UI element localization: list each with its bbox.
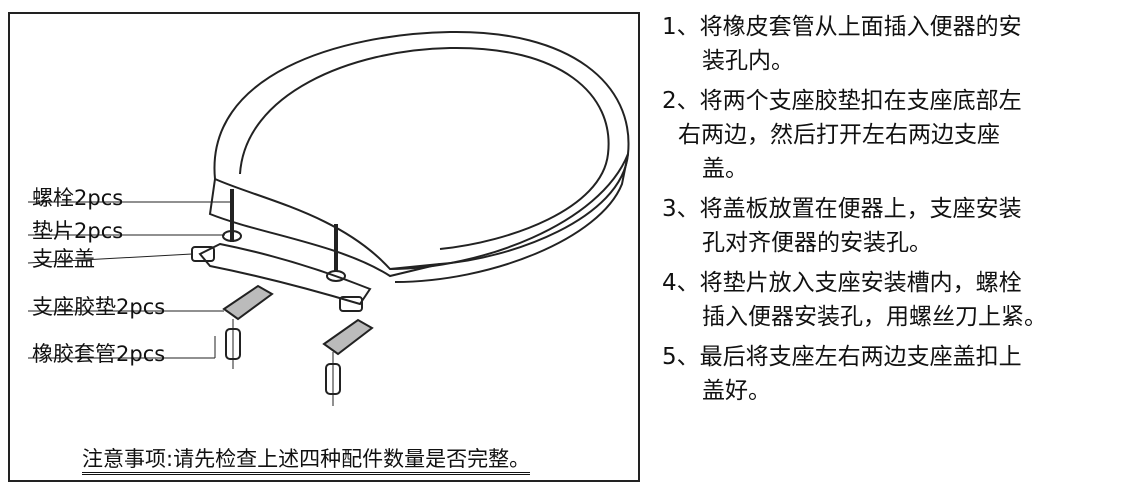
label-sleeve: 橡胶套管2pcs [32,342,166,366]
seat-lid-rim [208,178,441,278]
instruction-steps: 1、将橡皮套管从上面插入便器的安 装孔内。 2、将两个支座胶垫扣在支座底部左 右… [662,10,1138,414]
step-5-line-2: 盖好。 [702,378,771,404]
diagram-frame: 螺栓2pcs 垫片2pcs 支座盖 支座胶垫2pcs 橡胶套管2pcs 注意事项… [8,12,640,482]
step-1-line-2: 装孔内。 [702,48,794,74]
hinge-bar [198,242,372,306]
step-3-line-2: 孔对齐便器的安装孔。 [702,230,932,256]
step-5-line-1: 5、最后将支座左右两边支座盖扣上 [662,344,1022,370]
washer-left [222,230,242,242]
step-1-line-1: 1、将橡皮套管从上面插入便器的安 [662,14,1022,40]
step-3-line-1: 3、将盖板放置在便器上，支座安装 [662,196,1022,222]
step-1: 1、将橡皮套管从上面插入便器的安 装孔内。 [662,10,1138,78]
step-2: 2、将两个支座胶垫扣在支座底部左 右两边，然后打开左右两边支座 盖。 [662,84,1138,186]
step-2-line-3: 盖。 [702,156,748,182]
label-washer: 垫片2pcs [32,219,124,243]
step-4: 4、将垫片放入支座安装槽内，螺栓 插入便器安装孔，用螺丝刀上紧。 [662,266,1138,334]
leader-cover [27,253,193,264]
step-2-line-1: 2、将两个支座胶垫扣在支座底部左 [662,88,1022,114]
step-4-line-2: 插入便器安装孔，用螺丝刀上紧。 [702,304,1047,330]
label-cover: 支座盖 [32,247,95,271]
cover-cap-right [339,296,363,312]
seat-lid-outline [213,30,630,271]
step-3: 3、将盖板放置在便器上，支座安装 孔对齐便器的安装孔。 [662,192,1138,260]
pad-right [322,318,374,356]
washer-right [326,270,346,282]
label-pad: 支座胶垫2pcs [32,295,166,319]
pad-left [222,284,274,321]
step-5: 5、最后将支座左右两边支座盖扣上 盖好。 [662,340,1138,408]
notice-text: 注意事项:请先检查上述四种配件数量是否完整。 [82,447,531,475]
step-4-line-1: 4、将垫片放入支座安装槽内，螺栓 [662,270,1022,296]
toilet-seat-exploded-drawing [27,30,630,406]
seat-lid-inner-curve [239,46,610,250]
step-2-line-2: 右两边，然后打开左右两边支座 [678,122,1000,148]
seat-lid-edge [389,153,629,283]
label-bolt: 螺栓2pcs [32,186,124,210]
